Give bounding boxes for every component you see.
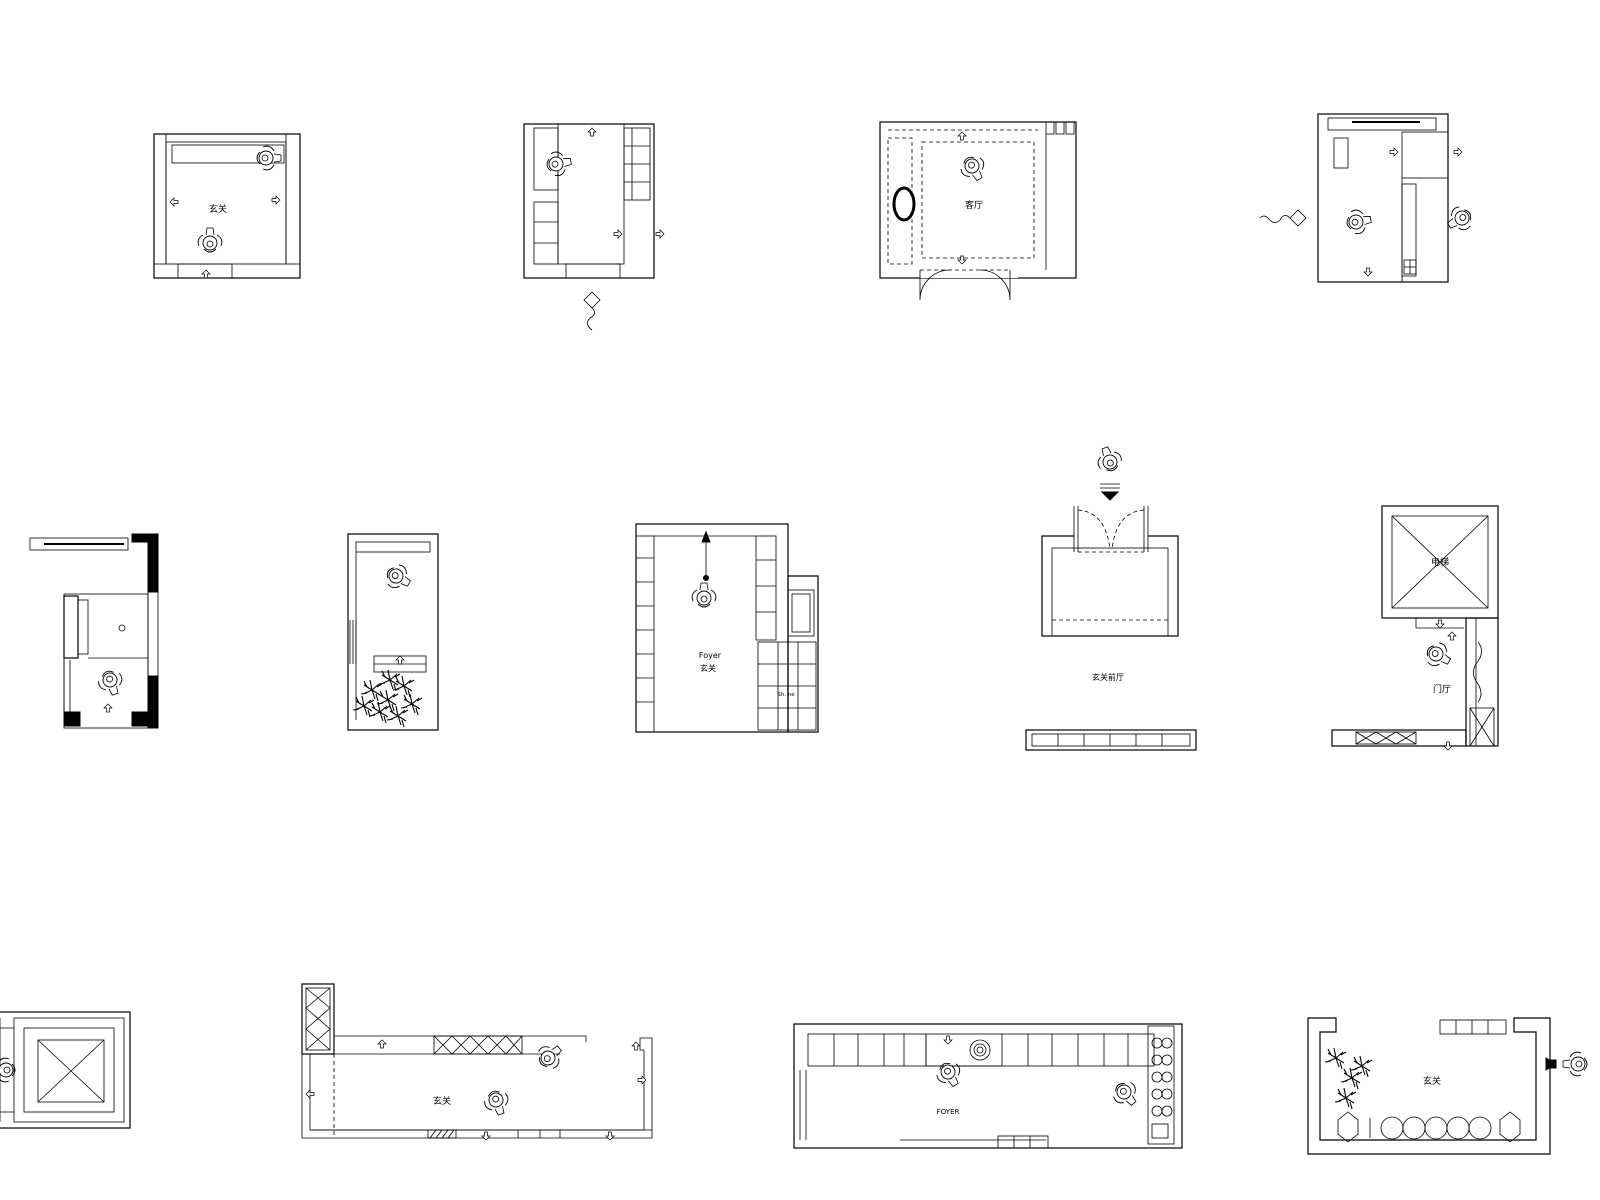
plan-3-room-label: 客厅 [965,199,983,211]
plan-7-foyer-label-en: Foyer [699,651,722,660]
plan-9-lift-label: 电梯 [1431,556,1449,568]
plan-9-lobby: 电梯 门厅 [1331,505,1499,751]
plan-2-entrance [523,123,665,331]
plan-7-shoe-label: Sh. ne [777,692,795,698]
plan-9-room-label: 门厅 [1433,683,1451,695]
plan-12-room-label: FOYER [937,1108,960,1116]
plan-4-entrance [1259,113,1477,283]
plan-8-front-hall: 玄关前厅 [1025,443,1197,751]
plan-1-entrance: 玄关 [153,133,301,279]
plan-13-entrance: 玄关 [1307,1017,1588,1155]
plan-13-room-label: 玄关 [1423,1075,1441,1087]
plan-3-living-room: 客厅 [879,121,1077,301]
plan-5-entrance [29,533,159,729]
plan-11-room-label: 玄关 [433,1095,451,1107]
plan-11-long-foyer: 玄关 [301,983,653,1141]
plan-1-room-label: 玄关 [209,203,227,215]
plan-10-elevator [0,1011,131,1129]
plan-6-entrance [347,533,439,731]
plan-7-foyer: Foyer 玄关 Sh. ne [635,523,819,733]
plan-7-foyer-label: 玄关 [700,663,716,673]
plan-12-foyer: FOYER [793,1023,1183,1149]
plan-8-room-label: 玄关前厅 [1092,672,1124,682]
